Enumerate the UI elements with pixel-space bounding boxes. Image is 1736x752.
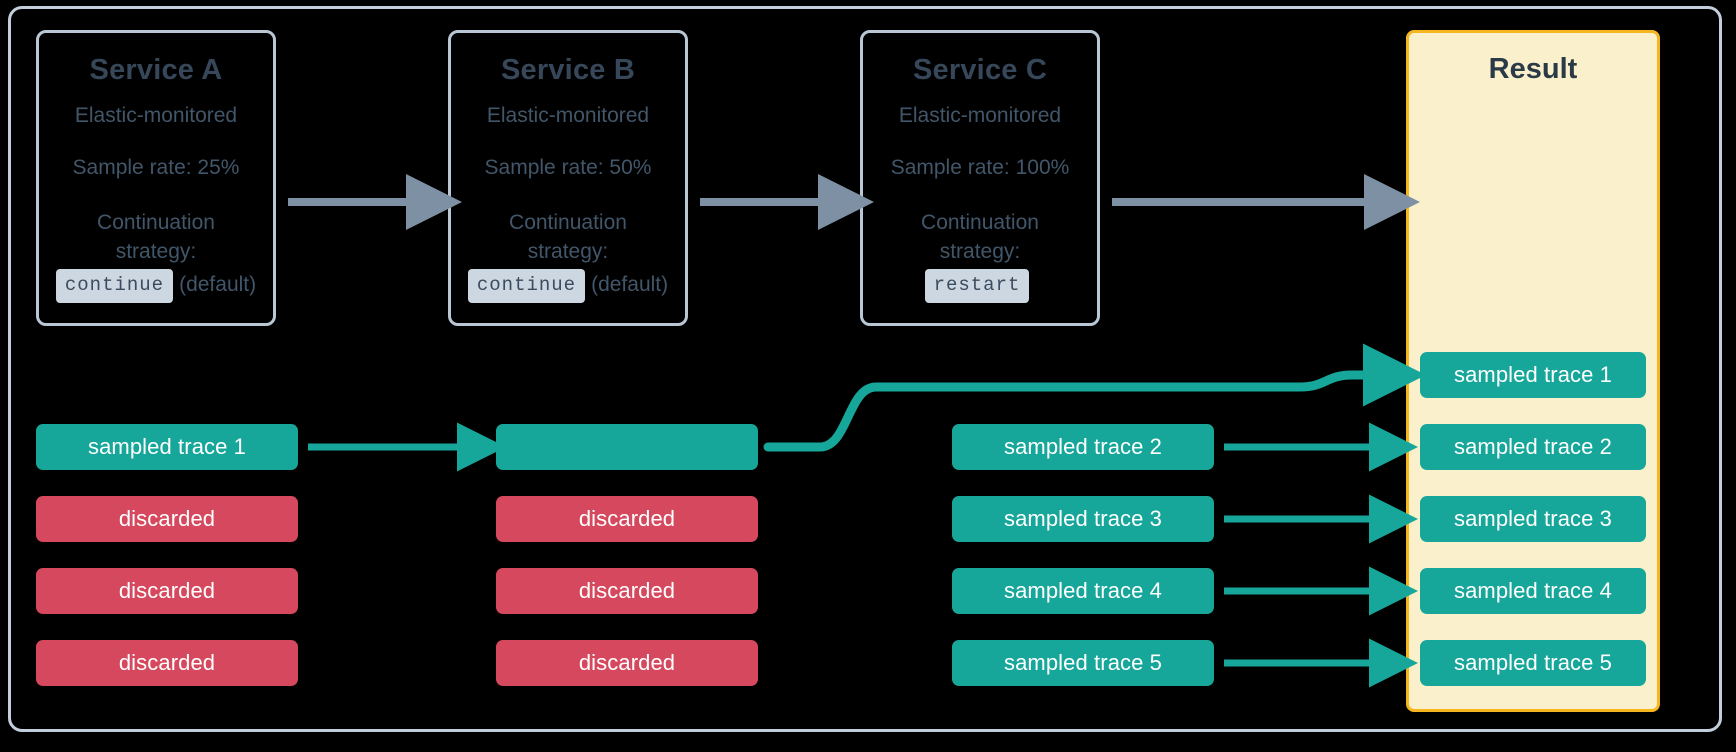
service-a-strategy-label-2: strategy: [115, 240, 197, 264]
result-pill-5[interactable]: sampled trace 5 [1420, 640, 1646, 686]
trace-pill-b-4[interactable]: discarded [496, 640, 758, 686]
trace-pill-c-2[interactable]: sampled trace 3 [952, 496, 1214, 542]
service-b-subtitle: Elastic-monitored [486, 103, 650, 127]
service-a-strategy-value: continue [55, 269, 174, 303]
trace-pill-c-2-label: sampled trace 3 [1003, 506, 1163, 531]
service-b-strategy-label-2: strategy: [527, 240, 609, 264]
service-c-strategy-label-1: Continuation [921, 211, 1039, 235]
trace-pill-c-4-label: sampled trace 5 [1003, 650, 1163, 675]
trace-pill-a-2[interactable]: discarded [36, 496, 298, 542]
service-a-strategy-label-1: Continuation [97, 211, 215, 235]
trace-pill-a-4-label: discarded [118, 650, 216, 675]
trace-pill-b-1[interactable] [496, 424, 758, 470]
service-box-a: Service A Elastic-monitored Sample rate:… [36, 30, 276, 326]
service-a-strategy-note: (default) [179, 273, 257, 297]
result-pill-3-label: sampled trace 3 [1453, 506, 1613, 531]
trace-pill-c-3-label: sampled trace 4 [1003, 578, 1163, 603]
result-pill-5-label: sampled trace 5 [1453, 650, 1613, 675]
trace-pill-c-4[interactable]: sampled trace 5 [952, 640, 1214, 686]
service-c-strategy: Continuation strategy: restart [921, 209, 1039, 303]
result-pill-1-label: sampled trace 1 [1453, 362, 1613, 387]
result-pill-4-label: sampled trace 4 [1453, 578, 1613, 603]
service-b-strategy-chip-row: continue(default) [467, 269, 669, 303]
service-b-sample-rate: Sample rate: 50% [484, 156, 652, 180]
service-a-strategy: Continuation strategy: continue(default) [55, 209, 257, 303]
trace-pill-b-3-label: discarded [578, 578, 676, 603]
service-a-title: Service A [89, 54, 223, 86]
service-b-strategy-label-1: Continuation [509, 211, 627, 235]
trace-pill-a-3[interactable]: discarded [36, 568, 298, 614]
result-pill-3[interactable]: sampled trace 3 [1420, 496, 1646, 542]
service-b-title: Service B [501, 54, 635, 86]
service-b-strategy-value: continue [467, 269, 586, 303]
service-b-strategy-note: (default) [591, 273, 669, 297]
trace-pill-b-2[interactable]: discarded [496, 496, 758, 542]
service-c-strategy-value: restart [924, 269, 1030, 303]
result-title: Result [1488, 53, 1578, 85]
trace-pill-a-2-label: discarded [118, 506, 216, 531]
trace-pill-b-4-label: discarded [578, 650, 676, 675]
result-pill-2[interactable]: sampled trace 2 [1420, 424, 1646, 470]
service-box-b: Service B Elastic-monitored Sample rate:… [448, 30, 688, 326]
service-box-c: Service C Elastic-monitored Sample rate:… [860, 30, 1100, 326]
trace-pill-c-1-label: sampled trace 2 [1003, 434, 1163, 459]
service-c-strategy-chip-row: restart [921, 269, 1039, 303]
trace-pill-b-2-label: discarded [578, 506, 676, 531]
service-b-strategy: Continuation strategy: continue(default) [467, 209, 669, 303]
trace-pill-a-1-label: sampled trace 1 [87, 434, 247, 459]
service-a-subtitle: Elastic-monitored [74, 103, 238, 127]
trace-pill-a-3-label: discarded [118, 578, 216, 603]
result-pill-1[interactable]: sampled trace 1 [1420, 352, 1646, 398]
service-c-subtitle: Elastic-monitored [898, 103, 1062, 127]
trace-flow-arrows [308, 343, 1426, 688]
trace-pill-a-1[interactable]: sampled trace 1 [36, 424, 298, 470]
trace-pill-b-3[interactable]: discarded [496, 568, 758, 614]
service-c-strategy-label-2: strategy: [939, 240, 1021, 264]
service-a-sample-rate: Sample rate: 25% [72, 156, 240, 180]
service-c-title: Service C [913, 54, 1047, 86]
result-pill-2-label: sampled trace 2 [1453, 434, 1613, 459]
result-pill-4[interactable]: sampled trace 4 [1420, 568, 1646, 614]
service-a-strategy-chip-row: continue(default) [55, 269, 257, 303]
trace-pill-a-4[interactable]: discarded [36, 640, 298, 686]
trace-pill-c-1[interactable]: sampled trace 2 [952, 424, 1214, 470]
trace-pill-c-3[interactable]: sampled trace 4 [952, 568, 1214, 614]
service-c-sample-rate: Sample rate: 100% [890, 156, 1070, 180]
